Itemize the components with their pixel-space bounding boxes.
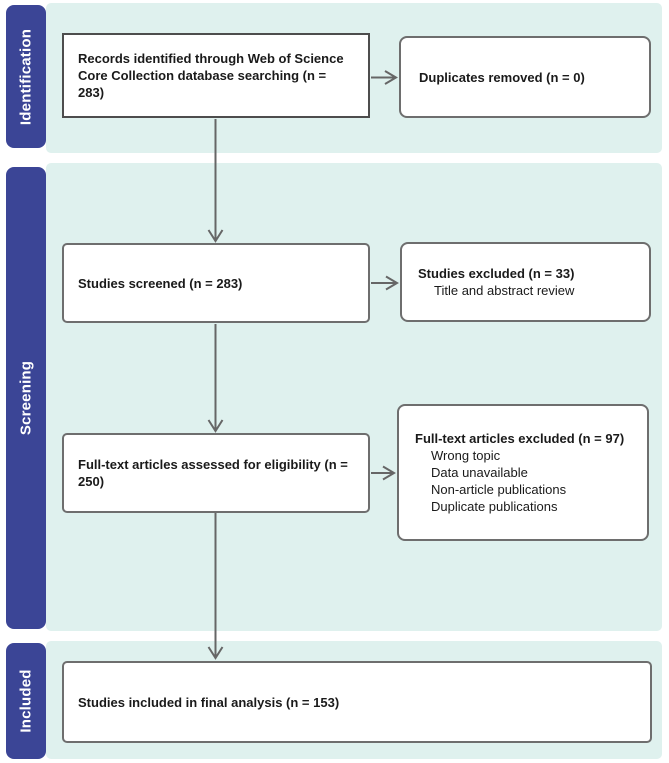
stage-bar-identification: Identification [6,5,46,148]
fulltext-excluded-reason: Non-article publications [431,482,567,497]
studies-included-box: Studies included in final analysis (n = … [62,661,652,743]
fulltext-excluded-reason: Wrong topic [431,448,501,463]
studies-screened-box: Studies screened (n = 283) [62,243,370,323]
records-identified-text: Records identified through Web of Scienc… [78,51,344,100]
studies-excluded-reason: Title and abstract review [434,283,575,298]
fulltext-excluded-reason: Data unavailable [431,465,528,480]
studies-included-text: Studies included in final analysis (n = … [78,694,340,710]
fulltext-assessed-text: Full-text articles assessed for eligibil… [78,457,348,489]
stage-label-included: Included [17,669,35,733]
fulltext-excluded-box: Full-text articles excluded (n = 97) Wro… [397,404,649,541]
stage-bar-screening: Screening [6,167,46,629]
records-identified-box: Records identified through Web of Scienc… [62,33,370,118]
fulltext-excluded-title: Full-text articles excluded (n = 97) [415,431,625,446]
studies-excluded-box: Studies excluded (n = 33) Title and abst… [400,242,651,322]
studies-screened-text: Studies screened (n = 283) [78,275,243,291]
fulltext-excluded-reason: Duplicate publications [431,499,558,514]
duplicates-removed-box: Duplicates removed (n = 0) [399,36,651,118]
stage-label-screening: Screening [17,360,35,436]
stage-label-identification: Identification [17,28,35,125]
duplicates-removed-text: Duplicates removed (n = 0) [419,69,585,85]
stage-bar-included: Included [6,643,46,759]
studies-excluded-title: Studies excluded (n = 33) [418,266,575,281]
fulltext-assessed-box: Full-text articles assessed for eligibil… [62,433,370,513]
screening-band [46,163,662,631]
